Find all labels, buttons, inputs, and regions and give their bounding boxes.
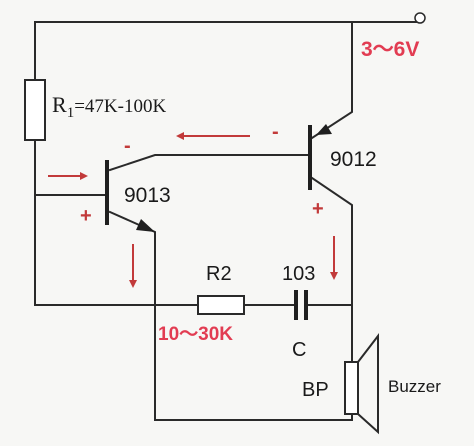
q1-base-polarity: + [80,205,92,227]
q2-label: 9012 [330,148,377,171]
r1-label: R1=47K-100K [52,92,166,121]
q1-emitter-arrow [136,219,155,232]
q2-collector-polarity: + [312,198,324,220]
buzzer-body [344,361,359,415]
q2-collector-wire [310,176,353,363]
q1-collector-to-q2-base-wire [108,154,309,172]
q2-emitter-arrow [316,124,332,135]
supply-terminal [414,12,426,24]
capacitor-name-label: C [292,339,306,361]
q1-collector-polarity: - [124,135,131,157]
arrow-q2-base-current-head [176,132,184,140]
arrow-base-current-head [80,172,88,180]
buzzer [344,333,379,435]
supply-voltage-label: 3～6V [361,38,419,61]
buzzer-label: Buzzer [388,377,441,396]
q2-base-polarity: - [272,121,279,143]
r2-label: R2 [206,263,232,285]
q2-transistor [308,124,332,190]
q2-emitter-wire [310,21,353,140]
bp-label: BP [302,379,329,401]
arrow-q1-emitter-current-head [129,280,137,288]
current-arrows [48,132,338,288]
arrow-q2-collector-current-head [330,272,338,280]
capacitor-value-label: 103 [282,263,315,285]
buzzer-horn [357,333,379,435]
q1-transistor [105,160,155,232]
r1-resistor [24,79,46,141]
wires [34,21,421,421]
r2-resistor [197,295,245,315]
r2-range-label: 10～30K [158,324,233,345]
q1-label: 9013 [124,184,171,207]
